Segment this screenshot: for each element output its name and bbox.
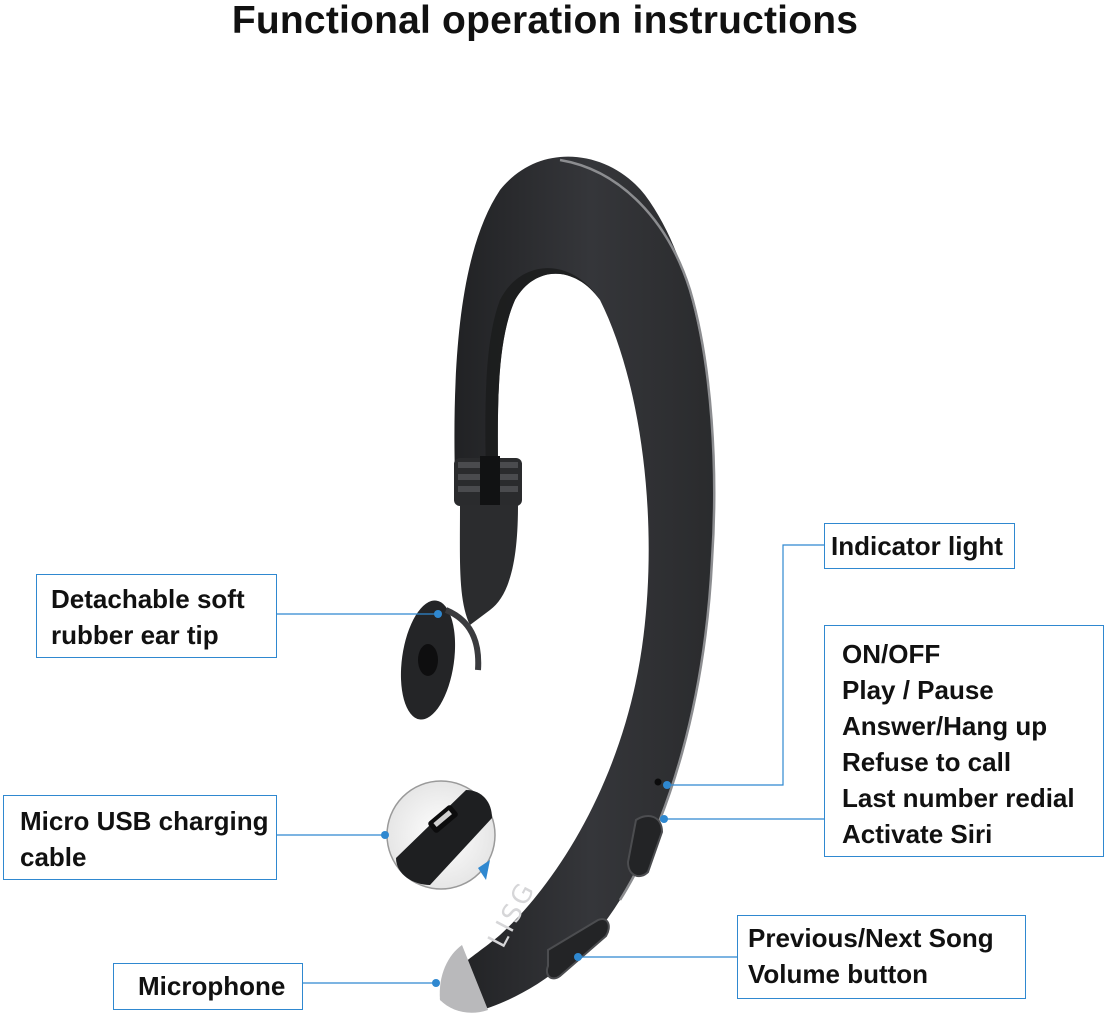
label-indicator: Indicator light xyxy=(824,523,1015,569)
label-line: Detachable soft xyxy=(51,584,245,614)
label-line: ON/OFF xyxy=(842,639,941,669)
label-line: Activate Siri xyxy=(842,819,993,849)
headset-body xyxy=(440,156,714,1012)
label-ear-tip: Detachable soft rubber ear tip xyxy=(36,574,277,658)
label-line: Micro USB charging xyxy=(20,806,269,836)
label-microphone: Microphone xyxy=(113,963,303,1010)
label-line: Answer/Hang up xyxy=(842,711,1048,741)
label-line: Last number redial xyxy=(842,783,1075,813)
label-line: cable xyxy=(20,842,87,872)
label-line: Previous/Next Song xyxy=(748,923,994,953)
label-volume: Previous/Next Song Volume button xyxy=(737,915,1026,999)
label-line: Play / Pause xyxy=(842,675,994,705)
usb-port-magnifier xyxy=(386,780,496,890)
label-line: rubber ear tip xyxy=(51,620,219,650)
label-line: Refuse to call xyxy=(842,747,1012,777)
label-main-button: ON/OFF Play / Pause Answer/Hang up Refus… xyxy=(824,625,1104,857)
label-line: Microphone xyxy=(138,971,286,1001)
label-line: Volume button xyxy=(748,959,929,989)
label-line: Indicator light xyxy=(831,531,1003,561)
page-title: Functional operation instructions xyxy=(231,0,859,42)
label-usb: Micro USB charging cable xyxy=(3,795,277,880)
